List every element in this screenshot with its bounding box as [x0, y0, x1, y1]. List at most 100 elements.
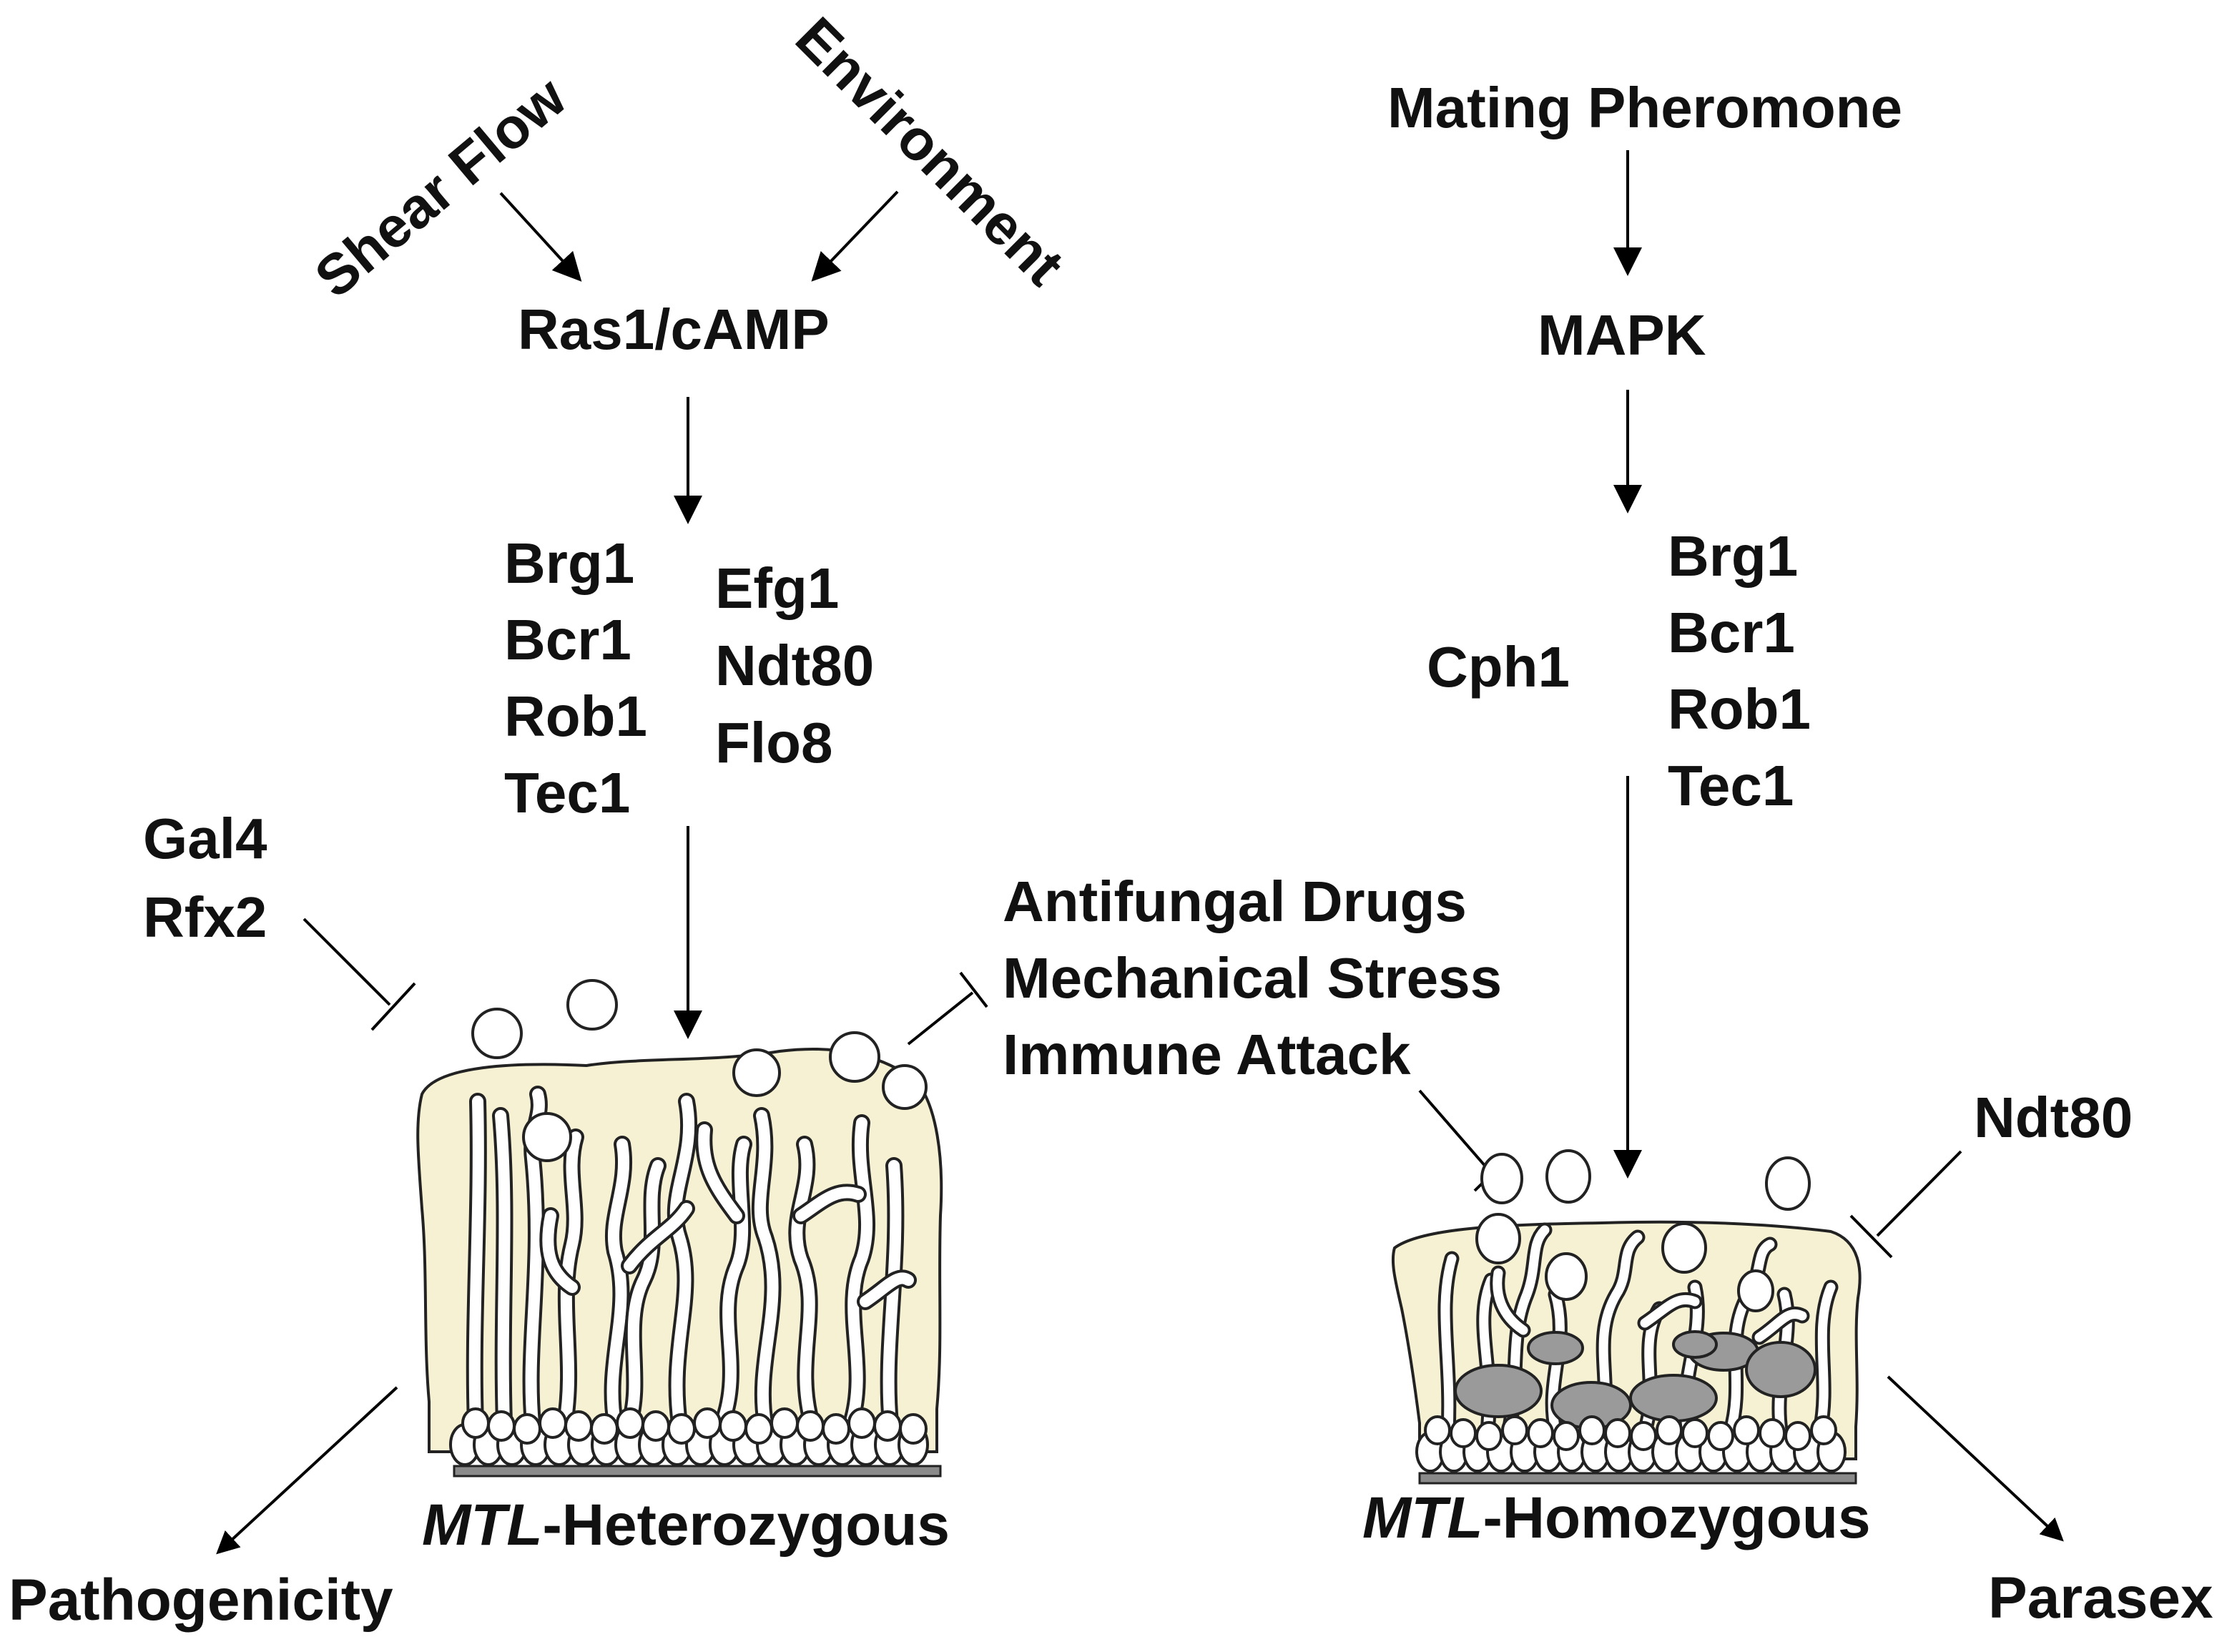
hypha	[1640, 1294, 1700, 1328]
yeast-cell	[899, 1413, 928, 1445]
reg-bcr1-right: Bcr1	[1668, 601, 1795, 664]
yeast-cell	[1501, 1415, 1528, 1445]
yeast-cell	[796, 1410, 825, 1442]
yeast-cell	[873, 1410, 902, 1442]
yeast-cell	[1656, 1415, 1683, 1445]
arrow-shear-to-ras	[499, 192, 582, 282]
hypha	[624, 1160, 664, 1429]
label-rest-left: -Heterozygous	[542, 1493, 950, 1558]
hypha	[860, 1272, 914, 1307]
inhibit-line-stress-left	[907, 991, 974, 1046]
yeast-cell	[616, 1407, 644, 1439]
right-regulators: Brg1 Bcr1 Rob1 Tec1	[1668, 524, 1811, 817]
reg-tec1-right: Tec1	[1668, 754, 1794, 817]
hypha	[845, 1117, 873, 1429]
yeast-cell	[487, 1410, 516, 1442]
biofilm-homozygous	[1391, 1149, 1862, 1485]
hypha	[542, 1210, 578, 1293]
reg-rob1-left: Rob1	[504, 684, 647, 748]
left-inhibitors: Gal4 Rfx2	[143, 807, 267, 949]
hypha	[791, 1139, 817, 1429]
stressors: Antifungal Drugs Mechanical Stress Immun…	[1003, 870, 1502, 1086]
label-italic-right: MTL	[1362, 1485, 1483, 1550]
yeast-cell	[1424, 1415, 1451, 1445]
hypha	[1726, 1239, 1775, 1435]
reg-cph1: Cph1	[1427, 635, 1570, 699]
yeast-cell	[1480, 1153, 1523, 1204]
stressor-immune: Immune Attack	[1003, 1023, 1411, 1086]
hypha	[495, 1110, 511, 1429]
yeast-cell	[1527, 1418, 1554, 1448]
yeast-cell	[1672, 1330, 1718, 1359]
input-shear-flow: Shear Flow	[303, 64, 579, 310]
yeast-cell	[590, 1413, 619, 1445]
hypha	[468, 1096, 484, 1429]
outcome-parasex: Parasex	[1988, 1565, 2213, 1631]
yeast-cell	[1450, 1418, 1477, 1448]
inhibit-bar-ndt80	[1849, 1214, 1893, 1259]
inhibitor-gal4: Gal4	[143, 807, 267, 870]
opaque-cells-right	[1454, 1330, 1816, 1430]
reg-tec1-left: Tec1	[504, 761, 630, 825]
yeast-cell	[1578, 1415, 1606, 1445]
hyphae-left	[466, 1086, 917, 1432]
inhibitor-rfx2: Rfx2	[143, 885, 267, 949]
signal-mapk: MAPK	[1538, 303, 1706, 367]
yeast-cell	[1733, 1415, 1760, 1445]
hypha	[606, 1139, 630, 1429]
yeast-cell	[564, 1410, 593, 1442]
yeast-cell	[1475, 1421, 1503, 1451]
yeast-cell	[513, 1413, 541, 1445]
hypha	[698, 1124, 742, 1221]
hypha	[717, 1139, 749, 1429]
yeast-cell	[693, 1407, 722, 1439]
input-mating-pheromone: Mating Pheromone	[1387, 76, 1902, 139]
biofilm-label-right: MTL-Homozygous	[1362, 1485, 1871, 1550]
yeast-cell	[641, 1410, 670, 1442]
yeast-cells-right	[1415, 1149, 1847, 1472]
left-regulators-col2: Efg1 Ndt80 Flo8	[715, 556, 874, 775]
yeast-cell	[539, 1407, 567, 1439]
yeast-cell	[1810, 1415, 1837, 1445]
hypha	[1815, 1282, 1836, 1435]
label-rest-right: -Homozygous	[1483, 1485, 1870, 1550]
reg-bcr1-left: Bcr1	[504, 608, 631, 672]
yeast-cell	[882, 1064, 928, 1110]
substrate-left	[453, 1465, 942, 1478]
hypha	[1440, 1254, 1457, 1435]
yeast-cell	[1661, 1222, 1707, 1274]
yeast-cell	[1527, 1331, 1584, 1365]
reg-brg1-left: Brg1	[504, 531, 634, 595]
yeast-cell	[1545, 1149, 1591, 1204]
stressor-antifungal: Antifungal Drugs	[1003, 870, 1467, 933]
yeast-cell	[770, 1407, 799, 1439]
stressor-mechanical: Mechanical Stress	[1003, 946, 1502, 1010]
yeast-cell	[1759, 1418, 1786, 1448]
inhibit-line-ndt80	[1876, 1150, 1962, 1237]
reg-brg1-right: Brg1	[1668, 524, 1798, 588]
yeast-cell	[847, 1407, 876, 1439]
hypha	[1493, 1268, 1528, 1335]
inhibit-line-gal4	[303, 918, 391, 1006]
yeast-cell	[1629, 1374, 1718, 1422]
yeast-cell	[522, 1112, 572, 1162]
reg-ndt80-left: Ndt80	[715, 634, 874, 697]
yeast-cell	[1545, 1252, 1588, 1301]
yeast-cell	[1454, 1364, 1543, 1418]
yeast-cell	[1745, 1341, 1816, 1398]
yeast-cell	[1475, 1213, 1521, 1264]
reg-efg1: Efg1	[715, 556, 839, 620]
yeast-cell	[1553, 1421, 1580, 1451]
hypha	[559, 1131, 581, 1429]
left-regulators-col1: Brg1 Bcr1 Rob1 Tec1	[504, 531, 647, 825]
inhibit-line-stress-right	[1418, 1089, 1493, 1174]
label-italic-left: MTL	[422, 1493, 542, 1558]
yeast-cell	[1604, 1418, 1631, 1448]
reg-flo8: Flo8	[715, 711, 832, 775]
hypha	[882, 1160, 902, 1429]
signal-ras1-camp: Ras1/cAMP	[518, 298, 830, 361]
yeast-cell	[719, 1410, 747, 1442]
arrow-to-pathogenicity	[216, 1386, 398, 1555]
hypha	[754, 1110, 779, 1429]
